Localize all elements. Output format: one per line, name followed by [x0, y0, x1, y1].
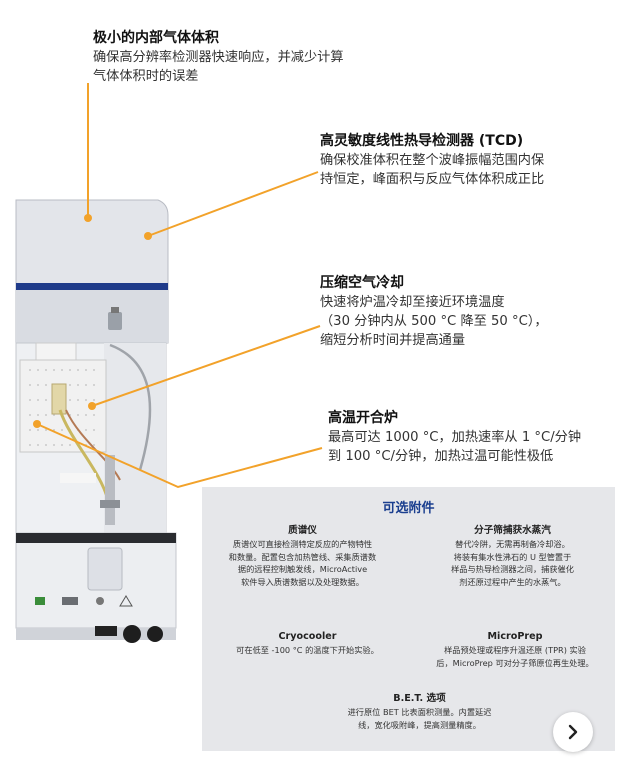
accessory-line: 可在低至 -100 °C 的温度下开始实验。	[236, 645, 379, 655]
accessory-line: 和数量。配置包含加热管线、采集质谱数	[228, 551, 377, 562]
accessory-mass-spectrometer: 质谱仪 质谱仪可直接检测特定反应的产物特性 和数量。配置包含加热管线、采集质谱数…	[210, 524, 395, 588]
callout-furnace: 高温开合炉 最高可达 1000 °C，加热速率从 1 °C/分钟 到 100 °…	[328, 408, 618, 466]
callout-title: 高温开合炉	[328, 410, 398, 426]
callout-line: 气体体积时的误差	[93, 69, 199, 84]
callout-tcd: 高灵敏度线性热导检测器 (TCD) 确保校准体积在整个波峰振幅范围内保 持恒定，…	[320, 131, 610, 189]
callout-line: 确保高分辨率检测器快速响应，并减少计算	[93, 50, 344, 65]
accessory-line: 将装有集水性沸石的 U 型管置于	[453, 551, 572, 562]
accessory-line: 替代冷阱，无需再制备冷却浴。	[455, 539, 570, 549]
accessory-bet-option: B.E.T. 选项 进行原位 BET 比表面积测量。内置延迟 线，宽化吸附峰，提…	[312, 692, 527, 731]
accessory-line: 剂还原过程中产生的水蒸气。	[459, 576, 566, 587]
callout-line: 确保校准体积在整个波峰振幅范围内保	[320, 153, 545, 168]
accessory-name: 质谱仪	[288, 525, 317, 536]
callout-title: 压缩空气冷却	[320, 275, 404, 291]
accessory-name: 分子筛捕获水蒸汽	[474, 525, 551, 536]
accessory-line: 样品预处理或程序升温还原 (TPR) 实验	[444, 645, 586, 655]
accessory-cryocooler: Cryocooler 可在低至 -100 °C 的温度下开始实验。	[210, 630, 405, 657]
accessory-name: B.E.T. 选项	[393, 693, 446, 704]
accessory-line: 进行原位 BET 比表面积测量。内置延迟	[347, 707, 492, 717]
callout-air-cooling: 压缩空气冷却 快速将炉温冷却至接近环境温度 （30 分钟内从 500 °C 降至…	[320, 273, 610, 350]
callout-line: 到 100 °C/分钟，加热过温可能性极低	[328, 449, 554, 464]
next-button[interactable]	[553, 712, 593, 752]
callout-line: 缩短分析时间并提高通量	[320, 333, 466, 348]
accessory-name: MicroPrep	[487, 631, 543, 642]
chevron-right-icon	[568, 724, 578, 740]
accessory-molecular-sieve: 分子筛捕获水蒸汽 替代冷阱，无需再制备冷却浴。 将装有集水性沸石的 U 型管置于…	[415, 524, 610, 588]
accessory-line: 线，宽化吸附峰，提高测量精度。	[358, 719, 481, 730]
callout-title: 高灵敏度线性热导检测器 (TCD)	[320, 133, 524, 149]
panel-title: 可选附件	[382, 501, 435, 516]
callout-title: 极小的内部气体体积	[93, 30, 219, 46]
accessory-line: 后，MicroPrep 可对分子筛原位再生处理。	[436, 657, 594, 668]
callout-line: 快速将炉温冷却至接近环境温度	[320, 295, 505, 310]
callout-line: 持恒定，峰面积与反应气体体积成正比	[320, 172, 545, 187]
accessory-line: 软件导入质谱数据以及处理数据。	[241, 576, 364, 587]
accessory-line: 质谱仪可直接检测特定反应的产物特性	[232, 539, 373, 549]
accessory-line: 样品与热导检测器之间，捕获催化	[451, 564, 574, 574]
callout-line: （30 分钟内从 500 °C 降至 50 °C），	[320, 314, 548, 329]
accessory-line: 据的远程控制触发线，MicroActive	[237, 564, 368, 574]
callout-internal-volume: 极小的内部气体体积 确保高分辨率检测器快速响应，并减少计算 气体体积时的误差	[93, 28, 393, 86]
accessory-microprep: MicroPrep 样品预处理或程序升温还原 (TPR) 实验 后，MicroP…	[415, 630, 615, 669]
callout-line: 最高可达 1000 °C，加热速率从 1 °C/分钟	[328, 430, 582, 445]
accessory-name: Cryocooler	[278, 631, 337, 642]
accessories-panel: 可选附件 质谱仪 质谱仪可直接检测特定反应的产物特性 和数量。配置包含加热管线、…	[202, 487, 615, 751]
